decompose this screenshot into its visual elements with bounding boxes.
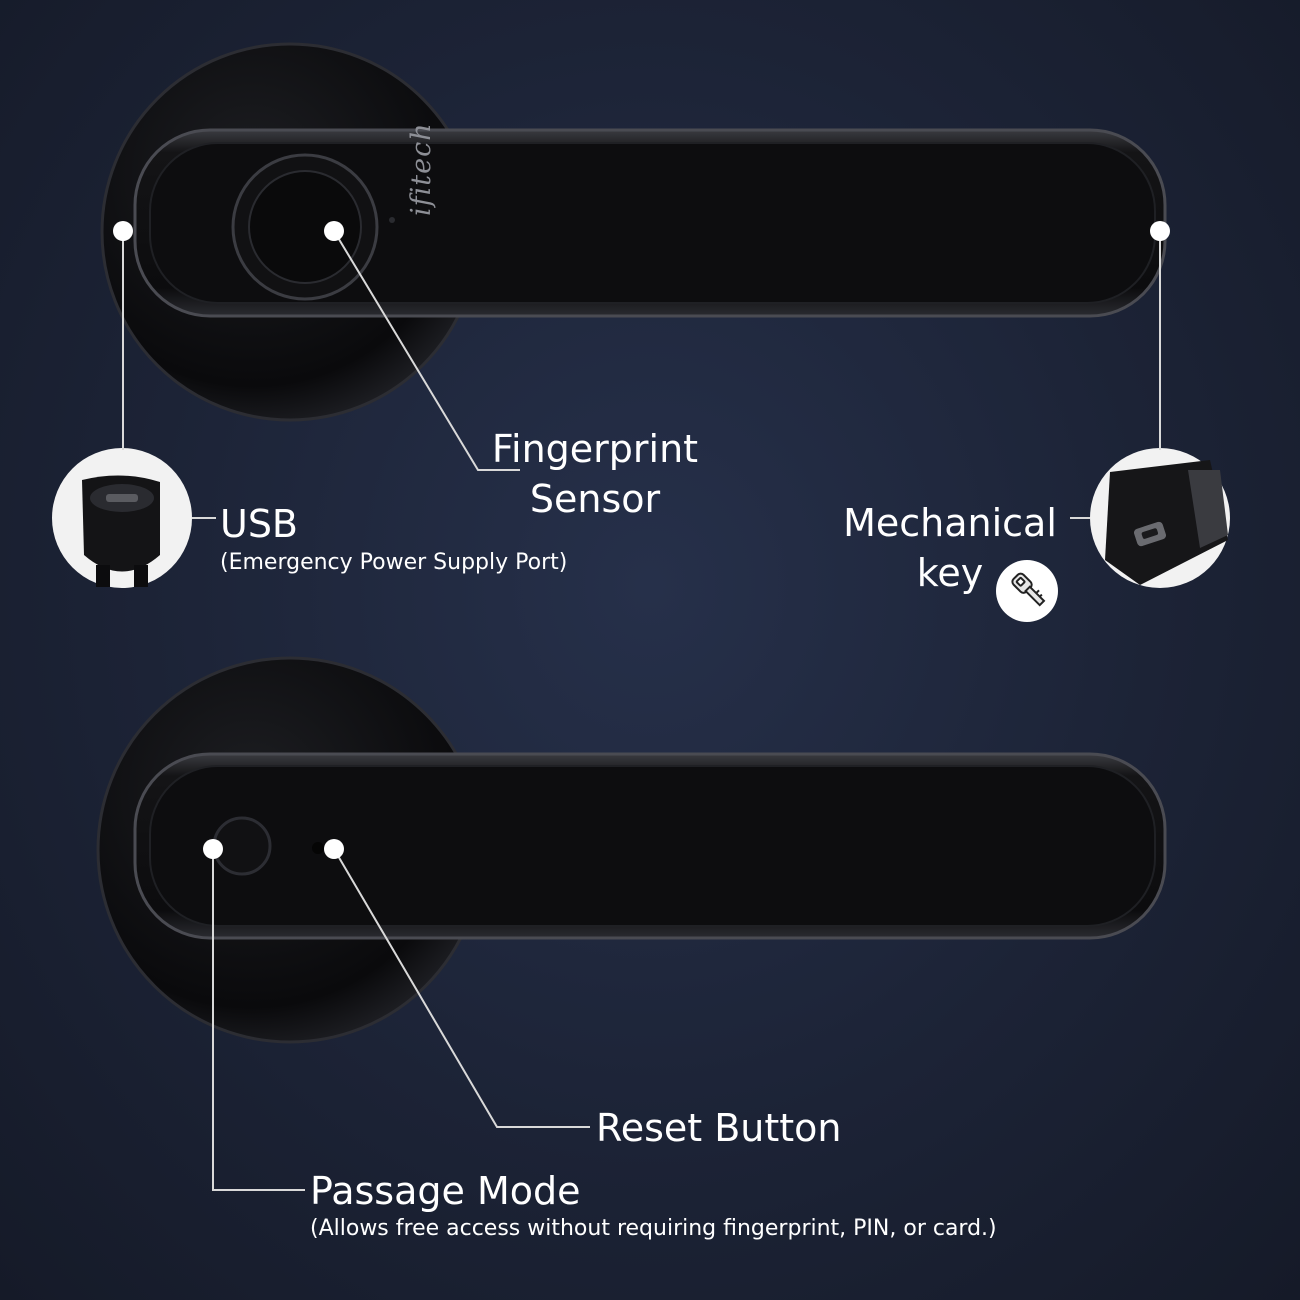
callout-dots bbox=[113, 221, 1170, 859]
callout-lines bbox=[122, 230, 1161, 1191]
usb-port-icon bbox=[52, 448, 192, 588]
reset-hole-icon bbox=[312, 842, 324, 854]
usb-sublabel: (Emergency Power Supply Port) bbox=[220, 550, 568, 575]
reset-button-label: Reset Button bbox=[596, 1106, 842, 1150]
mechanical-key-label: Mechanical key bbox=[832, 498, 1068, 598]
passage-mode-label: Passage Mode bbox=[310, 1169, 581, 1213]
brand-logo: ifitech bbox=[406, 122, 437, 216]
keyhole-icon bbox=[1090, 448, 1230, 588]
usb-label: USB bbox=[220, 502, 299, 546]
fingerprint-label-line2: Sensor bbox=[529, 477, 661, 521]
fingerprint-sensor-label: Fingerprint Sensor bbox=[490, 424, 700, 524]
bottom-lock bbox=[96, 656, 1167, 1044]
fingerprint-label-line1: Fingerprint bbox=[491, 427, 699, 471]
key-icon bbox=[996, 560, 1058, 622]
mechanical-key-label-line2: key bbox=[916, 551, 984, 595]
mechanical-key-label-line1: Mechanical bbox=[843, 501, 1057, 545]
passage-mode-sublabel: (Allows free access without requiring fi… bbox=[310, 1216, 997, 1241]
fingerprint-sensor-icon bbox=[231, 153, 379, 301]
top-lock bbox=[100, 42, 1167, 422]
